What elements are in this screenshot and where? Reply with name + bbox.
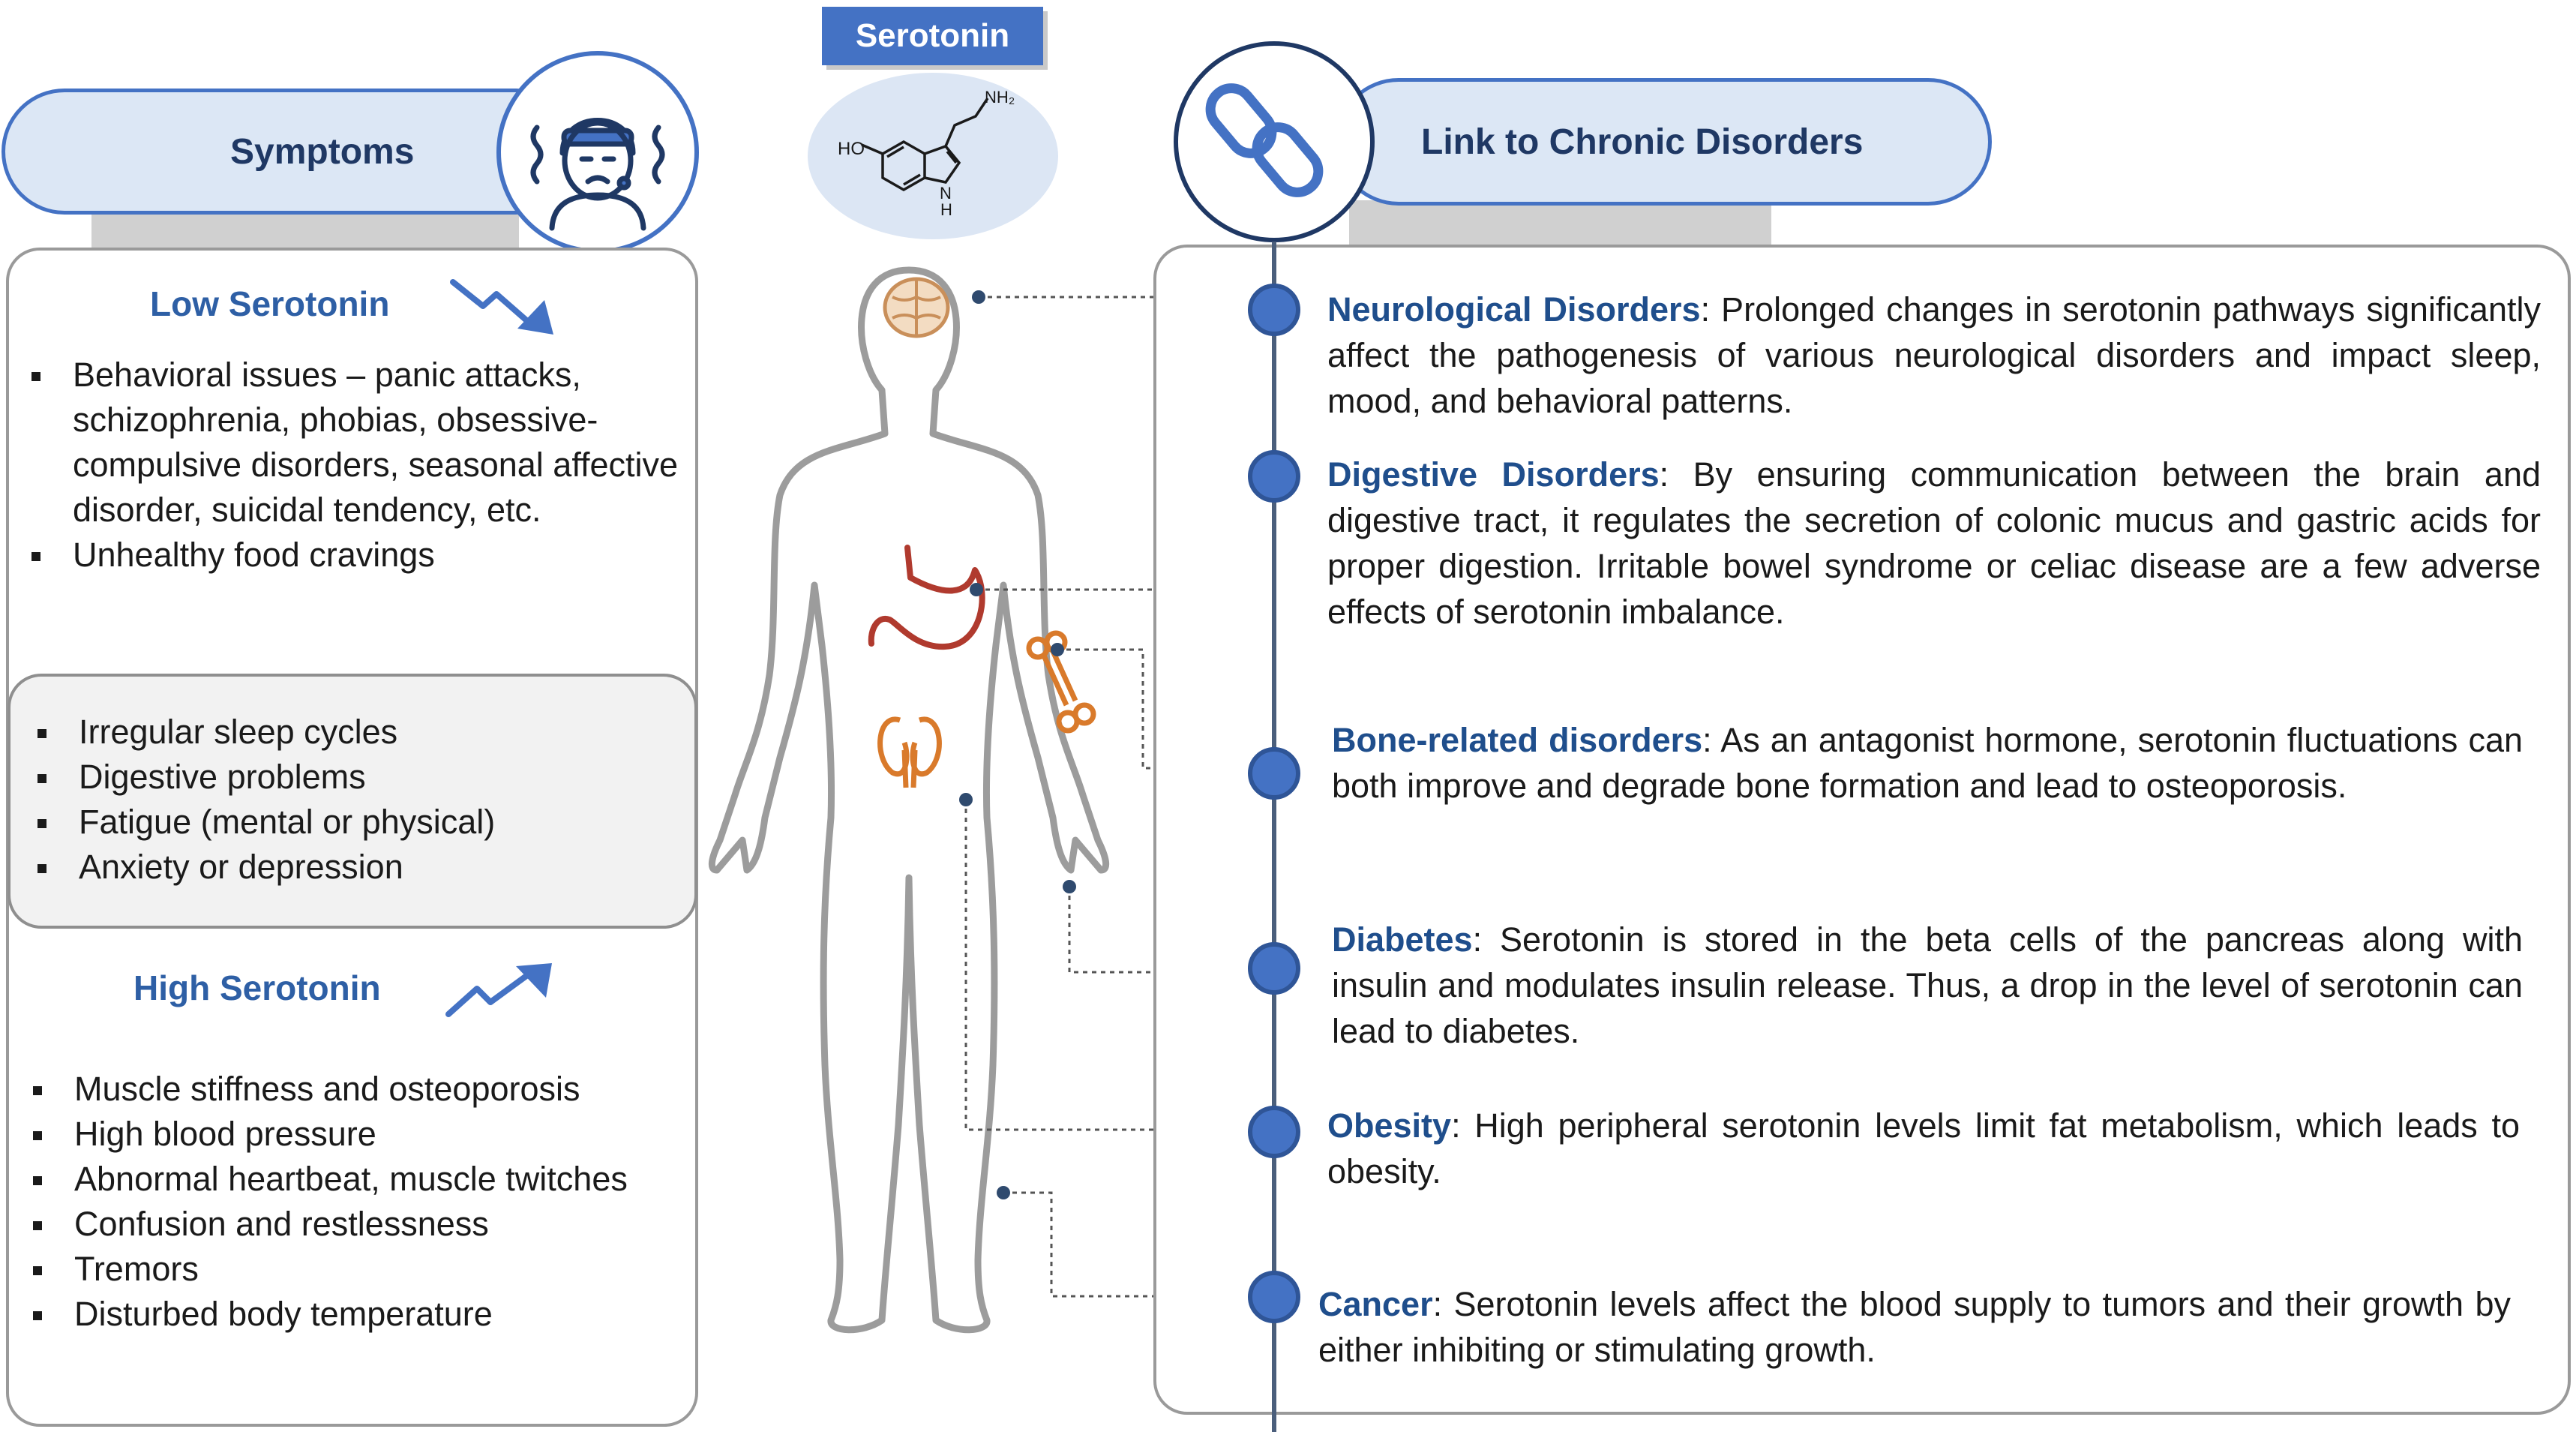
amine-label: NH₂ bbox=[985, 88, 1015, 107]
chronic-pill: Link to Chronic Disorders bbox=[1335, 78, 1992, 206]
low-serotonin-heading: Low Serotonin bbox=[150, 284, 390, 323]
serotonin-title: Serotonin bbox=[822, 7, 1043, 65]
list-item: Digestive problems bbox=[37, 755, 682, 800]
chronic-pill-shadow bbox=[1349, 200, 1771, 245]
nitrogen-label: N bbox=[940, 184, 952, 203]
serotonin-molecule-structure: HO NH₂ N H bbox=[838, 88, 1015, 219]
disorder-name: Obesity bbox=[1327, 1106, 1452, 1145]
stomach-icon bbox=[868, 545, 985, 650]
sick-person-icon bbox=[530, 118, 665, 231]
disorder-name: Digestive Disorders bbox=[1327, 455, 1660, 494]
disorder-description: : By ensuring communication between the … bbox=[1327, 455, 2541, 631]
list-item: Irregular sleep cycles bbox=[37, 710, 682, 755]
disorder-neurological: Neurological Disorders: Prolonged change… bbox=[1327, 287, 2541, 424]
serotonin-molecule-background bbox=[808, 73, 1058, 239]
timeline-dot bbox=[1248, 1271, 1300, 1323]
kidneys-icon bbox=[877, 716, 942, 788]
disorder-obesity: Obesity: High peripheral serotonin level… bbox=[1327, 1103, 2520, 1194]
timeline-dot bbox=[1248, 942, 1300, 995]
list-item: Confusion and restlessness bbox=[33, 1202, 685, 1247]
link-icon-circle bbox=[1174, 41, 1375, 242]
list-item: Tremors bbox=[33, 1247, 685, 1292]
list-item: Unhealthy food cravings bbox=[31, 533, 691, 578]
disorder-description: : Prolonged changes in serotonin pathway… bbox=[1327, 290, 2541, 420]
symptom-icon-circle bbox=[496, 51, 699, 254]
list-item: Muscle stiffness and osteoporosis bbox=[33, 1067, 685, 1112]
timeline-dot bbox=[1248, 284, 1300, 336]
timeline-dot bbox=[1248, 747, 1300, 800]
hydrogen-label: H bbox=[940, 200, 952, 219]
high-serotonin-list: Muscle stiffness and osteoporosis High b… bbox=[33, 1067, 685, 1337]
body-outline bbox=[708, 266, 1110, 1334]
list-item: Anxiety or depression bbox=[37, 845, 682, 890]
symptoms-title: Symptoms bbox=[230, 131, 415, 172]
chronic-disorders-panel bbox=[1153, 245, 2571, 1415]
list-item: Abnormal heartbeat, muscle twitches bbox=[33, 1157, 685, 1202]
timeline-line bbox=[1272, 242, 1276, 1432]
chronic-title: Link to Chronic Disorders bbox=[1421, 122, 1864, 162]
common-symptoms-list: Irregular sleep cycles Digestive problem… bbox=[37, 710, 682, 890]
low-serotonin-list: Behavioral issues – panic attacks, schiz… bbox=[31, 353, 691, 578]
disorder-name: Diabetes bbox=[1332, 920, 1473, 959]
list-item: High blood pressure bbox=[33, 1112, 685, 1157]
timeline-dot bbox=[1248, 450, 1300, 503]
disorder-diabetes: Diabetes: Serotonin is stored in the bet… bbox=[1332, 917, 2523, 1054]
hydroxyl-label: HO bbox=[838, 139, 865, 159]
chain-link-icon bbox=[1205, 83, 1324, 197]
brain-icon bbox=[883, 277, 950, 338]
symptoms-pill: Symptoms bbox=[1, 89, 579, 215]
disorder-description: : Serotonin is stored in the beta cells … bbox=[1332, 920, 2523, 1050]
disorder-description: : High peripheral serotonin levels limit… bbox=[1327, 1106, 2520, 1190]
disorder-description: : Serotonin levels affect the blood supp… bbox=[1318, 1285, 2511, 1369]
disorder-name: Cancer bbox=[1318, 1285, 1433, 1323]
timeline-dot bbox=[1248, 1106, 1300, 1158]
disorder-name: Bone-related disorders bbox=[1332, 721, 1703, 759]
high-serotonin-heading: High Serotonin bbox=[133, 968, 381, 1007]
list-item: Disturbed body temperature bbox=[33, 1292, 685, 1337]
common-symptoms-box bbox=[7, 674, 697, 929]
disorder-description: : As an antagonist hormone, serotonin fl… bbox=[1332, 721, 2523, 805]
disorder-digestive: Digestive Disorders: By ensuring communi… bbox=[1327, 452, 2541, 635]
disorder-bone-related: Bone-related disorders: As an antagonist… bbox=[1332, 717, 2523, 809]
list-item: Behavioral issues – panic attacks, schiz… bbox=[31, 353, 691, 533]
disorder-cancer: Cancer: Serotonin levels affect the bloo… bbox=[1318, 1281, 2511, 1373]
trend-up-arrow-icon bbox=[445, 963, 552, 1017]
trend-down-arrow-icon bbox=[450, 279, 553, 335]
list-item: Fatigue (mental or physical) bbox=[37, 800, 682, 845]
disorder-name: Neurological Disorders bbox=[1327, 290, 1701, 329]
symptoms-pill-shadow bbox=[91, 209, 519, 251]
connector-dots bbox=[959, 290, 1076, 1199]
